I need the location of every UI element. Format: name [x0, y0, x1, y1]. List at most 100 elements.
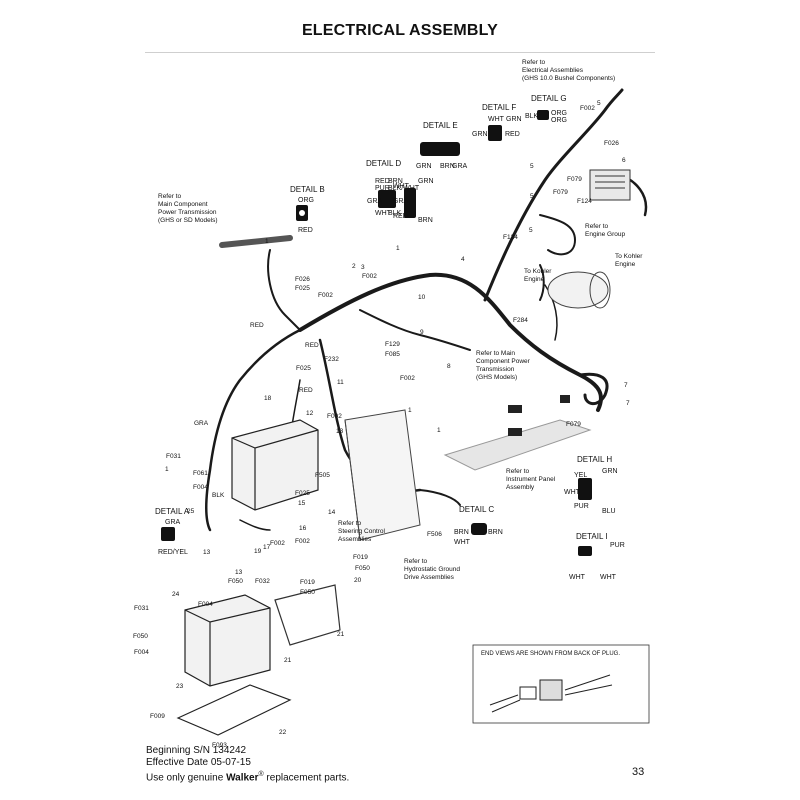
- callout: 16: [299, 525, 307, 532]
- detail-d-label-11: BRN: [418, 217, 433, 224]
- footer-serial: Beginning S/N 134242: [146, 745, 247, 756]
- callout: 13: [203, 549, 211, 556]
- detail-f-label-1: GRN: [506, 116, 522, 123]
- detail-a-title: DETAIL A: [155, 507, 190, 516]
- callout: 19: [254, 548, 262, 555]
- fastener-code: F002: [400, 375, 415, 382]
- end-views-inset: END VIEWS ARE SHOWN FROM BACK OF PLUG.: [472, 644, 650, 724]
- ref-engine-group-0: Refer to: [585, 223, 609, 230]
- callout: 1: [396, 245, 400, 252]
- callout: 3: [361, 264, 365, 271]
- detail-h-label-4: BLU: [602, 508, 616, 515]
- seat-rod: [219, 235, 293, 248]
- callout: 24: [172, 591, 180, 598]
- page-title: ELECTRICAL ASSEMBLY: [301, 22, 499, 39]
- footer-genuine-parts: Use only genuine Walker® replacement par…: [146, 769, 349, 784]
- callout: 4: [461, 256, 465, 263]
- ref-steering-1: Steering Control: [338, 528, 386, 535]
- fastener-code: F050: [355, 565, 370, 572]
- detail-d-label-0: RED: [375, 178, 390, 185]
- detail-b-label-1: RED: [298, 227, 313, 234]
- ref-electrical-2: (GHS 10.0 Bushel Components): [522, 75, 615, 82]
- ref-instrument-0: Refer to: [506, 468, 530, 475]
- fastener-code: F004: [134, 649, 149, 656]
- detail-i-label-0: PUR: [610, 542, 625, 549]
- fastener-code: F025: [295, 285, 310, 292]
- fastener-code: F002: [318, 292, 333, 299]
- callout: 1: [408, 407, 412, 414]
- callout: 7: [624, 382, 628, 389]
- callout: 14: [328, 509, 336, 516]
- footer-brand: Walker: [226, 772, 259, 784]
- footer-post: replacement parts.: [263, 772, 350, 784]
- callout: 5: [530, 193, 534, 200]
- fastener-code: F026: [604, 140, 619, 147]
- wire-color-label: RED: [305, 342, 319, 349]
- callout: 9: [420, 329, 424, 336]
- detail-e-label-2: GRA: [452, 163, 468, 170]
- detail-d-label-8: GRN: [418, 178, 434, 185]
- callout: 12: [306, 410, 314, 417]
- fastener-code: F031: [166, 453, 181, 460]
- fastener-code: F232: [324, 356, 339, 363]
- detail-labels: DETAIL A GRA RED/YEL DETAIL B ORG RED DE…: [155, 94, 625, 581]
- callout: 5: [597, 100, 601, 107]
- fastener-code: F124: [577, 198, 592, 205]
- callout: 8: [447, 363, 451, 370]
- callout: 6: [622, 157, 626, 164]
- fastener-code: F004: [193, 484, 208, 491]
- fastener-code: F093: [212, 742, 227, 749]
- page-number: 33: [632, 766, 645, 778]
- detail-a-label-1: RED/YEL: [158, 549, 188, 556]
- wire-c-conn: [419, 489, 461, 506]
- fastener-code: F019: [353, 554, 368, 561]
- fastener-code: F002: [362, 273, 377, 280]
- detail-f-label-3: RED: [505, 131, 520, 138]
- ref-hydro-0: Refer to: [404, 558, 428, 565]
- callout: 13: [235, 569, 243, 576]
- fastener-code: F026: [295, 276, 310, 283]
- detail-c-label-1: BRN: [488, 529, 503, 536]
- detail-e-connector: [420, 142, 460, 156]
- battery-tray: [176, 684, 292, 736]
- callout: 23: [176, 683, 184, 690]
- callout: 20: [354, 577, 362, 584]
- callout: 18: [264, 395, 272, 402]
- callouts: 1 1 1 1 1 2 3 4 5 5 5 5 6 7 7 8 9 10 11 …: [133, 100, 630, 749]
- fastener-code: F002: [295, 538, 310, 545]
- wire-color-label: GRA: [194, 420, 209, 427]
- wire-lower: [239, 519, 271, 531]
- fastener-code: F004: [198, 601, 213, 608]
- fastener-code: F129: [385, 341, 400, 348]
- fastener-code: F031: [134, 605, 149, 612]
- fastener-code: F061: [193, 470, 208, 477]
- fastener-code: F009: [150, 713, 165, 720]
- ref-kohler-top-0: To Kohler: [615, 253, 643, 260]
- detail-g-title: DETAIL G: [531, 94, 567, 103]
- fastener-code: F025: [295, 490, 310, 497]
- wire-color-label: BLK: [212, 492, 225, 499]
- wire-left-loop: [267, 249, 301, 331]
- fastener-code: F284: [513, 317, 528, 324]
- ref-kohler-top-1: Engine: [615, 261, 636, 268]
- detail-b-title: DETAIL B: [290, 185, 325, 194]
- ref-hydro-1: Hydrostatic Ground: [404, 566, 460, 573]
- ref-steering-0: Refer to: [338, 520, 362, 527]
- ref-main-right-0: Refer to Main: [476, 350, 515, 357]
- detail-h-label-0: YEL: [574, 472, 587, 479]
- ref-steering-2: Assemblies: [338, 536, 372, 543]
- detail-g-label-2: ORG: [551, 117, 567, 124]
- detail-d-title: DETAIL D: [366, 159, 401, 168]
- detail-e-label-1: BRN: [440, 163, 455, 170]
- detail-e-title: DETAIL E: [423, 121, 458, 130]
- detail-h-label-1: GRN: [602, 468, 618, 475]
- detail-g-connector: [537, 110, 549, 120]
- end-views-note: END VIEWS ARE SHOWN FROM BACK OF PLUG.: [481, 651, 620, 657]
- detail-c-label-0: BRN: [454, 529, 469, 536]
- wire-to-kohler: [544, 284, 558, 341]
- detail-h-title: DETAIL H: [577, 455, 612, 464]
- fastener-code: F050: [133, 633, 148, 640]
- fastener-code: F079: [566, 421, 581, 428]
- detail-c-connector: [471, 523, 487, 535]
- detail-c-title: DETAIL C: [459, 505, 494, 514]
